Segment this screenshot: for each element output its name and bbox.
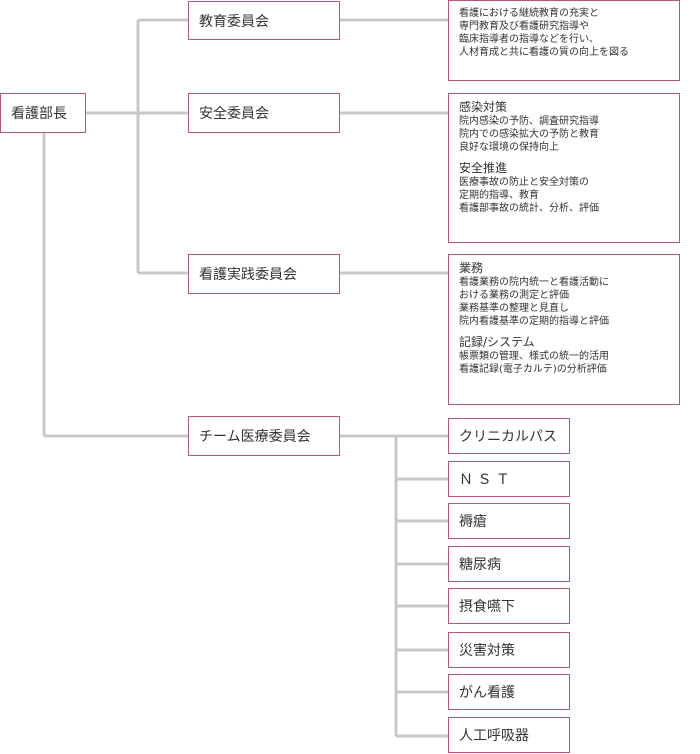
team-label: Ｎ Ｓ Ｔ [459,472,510,488]
team-ventilator-box: 人工呼吸器 [448,717,570,753]
description-line: 専門教育及び看護研究指導や [459,21,589,32]
records-system-heading: 記録/システム [459,335,535,349]
nursing-director-box: 看護部長 [0,93,86,133]
records-system-section: 記録/システム 帳票類の管理、様式の統一的活用 看護記録(電子カルテ)の分析評価 [459,335,669,376]
description-line: 人材育成と共に看護の質の向上を図る [459,47,629,58]
description-line: おける業務の測定と評価 [459,290,569,301]
safety-committee-box: 安全委員会 [188,93,340,133]
team-disaster-box: 災害対策 [448,632,570,668]
description-line: 院内感染の予防、調査研究指導 [459,116,599,127]
team-medicine-committee-box: チーム医療委員会 [188,416,340,456]
team-dysphagia-box: 摂食嚥下 [448,588,570,624]
description-line: 業務基準の整理と見直し [459,303,569,314]
description-line: 看護部事故の統計、分析、評価 [459,203,599,214]
team-label: 摂食嚥下 [459,599,515,615]
description-line: 看護業務の院内統一と看護活動に [459,277,609,288]
team-label: 褥瘡 [459,514,487,530]
education-description: 看護における継続教育の充実と 専門教育及び看護研究指導や 臨床指導者の指導などを… [459,7,669,59]
description-line: 院内での感染拡大の予防と教育 [459,129,599,140]
description-line: 帳票類の管理、様式の統一的活用 [459,351,609,362]
team-medicine-committee-label: チーム医療委員会 [199,429,311,445]
safety-description-box: 感染対策 院内感染の予防、調査研究指導 院内での感染拡大の予防と教育 良好な環境… [448,93,680,243]
safety-promotion-heading: 安全推進 [459,161,508,175]
nursing-director-label: 看護部長 [11,106,67,122]
description-line: 院内看護基準の定期的指導と評価 [459,316,609,327]
description-line: 定期的指導、教育 [459,190,539,201]
practice-committee-box: 看護実践委員会 [188,254,340,294]
education-description-box: 看護における継続教育の充実と 専門教育及び看護研究指導や 臨床指導者の指導などを… [448,0,680,81]
operations-section: 業務 看護業務の院内統一と看護活動に おける業務の測定と評価 業務基準の整理と見… [459,261,669,328]
infection-control-heading: 感染対策 [459,100,508,114]
safety-committee-label: 安全委員会 [199,106,269,122]
team-label: 人工呼吸器 [459,728,529,744]
team-pressure-ulcer-box: 褥瘡 [448,503,570,539]
description-line: 臨床指導者の指導などを行い、 [459,34,599,45]
practice-committee-label: 看護実践委員会 [199,267,297,283]
education-committee-box: 教育委員会 [188,1,340,40]
description-line: 良好な環境の保持向上 [459,142,559,153]
practice-description-box: 業務 看護業務の院内統一と看護活動に おける業務の測定と評価 業務基準の整理と見… [448,254,680,405]
team-label: 糖尿病 [459,557,501,573]
infection-control-section: 感染対策 院内感染の予防、調査研究指導 院内での感染拡大の予防と教育 良好な環境… [459,100,669,154]
team-label: がん看護 [459,685,515,701]
operations-heading: 業務 [459,261,484,275]
team-cancer-nursing-box: がん看護 [448,674,570,710]
description-line: 医療事故の防止と安全対策の [459,177,589,188]
description-line: 看護記録(電子カルテ)の分析評価 [459,364,607,375]
team-diabetes-box: 糖尿病 [448,546,570,582]
team-nst-box: Ｎ Ｓ Ｔ [448,461,570,497]
safety-promotion-section: 安全推進 医療事故の防止と安全対策の 定期的指導、教育 看護部事故の統計、分析、… [459,161,669,215]
team-clinical-path-box: クリニカルパス [448,418,570,454]
description-line: 看護における継続教育の充実と [459,8,599,19]
team-label: クリニカルパス [459,429,557,445]
education-committee-label: 教育委員会 [199,13,269,30]
team-label: 災害対策 [459,643,515,659]
